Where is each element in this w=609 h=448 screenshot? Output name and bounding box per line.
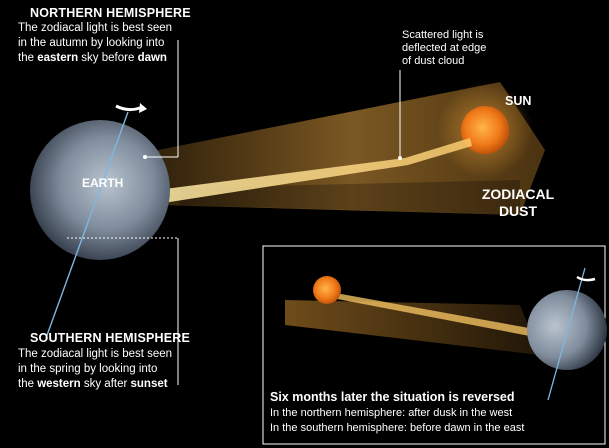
zodiacal-dust-label-line-2: DUST [498,203,538,219]
northern-time: dawn [137,52,167,64]
callout-leader-dot [398,156,402,160]
northern-line-2: in the autumn by looking into [18,37,165,49]
southern-direction: western [37,378,81,390]
callout-line-1: Scattered light is [402,29,484,41]
southern-line-1: The zodiacal light is best seen [18,348,173,360]
north-leader-dot [143,155,147,159]
northern-heading: NORTHERN HEMISPHERE [30,6,191,20]
inset-light-beam [330,292,540,338]
sun-label: SUN [505,94,532,108]
earth-label: EARTH [82,176,124,190]
inset-dust-cloud [285,300,540,355]
southern-line-3-mid: sky after [80,378,131,390]
sun [461,106,509,154]
callout-line-2: deflected at edge [402,42,487,54]
inset-earth-axis [547,267,586,401]
southern-line-2: in the spring by looking into [18,363,158,375]
northern-line-3: the eastern sky before dawn [18,51,167,66]
southern-time: sunset [130,378,168,390]
callout-line-3: of dust cloud [402,55,465,67]
rotation-arrowhead-icon [139,103,147,113]
zodiacal-dust-shadow [180,180,520,215]
inset-rotation-arrow-icon [576,275,596,282]
zodiacal-dust-label-line-1: ZODIACAL [481,186,555,202]
inset-sun [313,276,341,304]
inset-line-2: In the southern hemisphere: before dawn … [270,422,525,434]
southern-line-3-pre: the [18,378,38,390]
rotation-arrow-icon [115,104,141,112]
northern-line-3-mid: sky before [78,52,138,64]
light-beam [118,138,472,210]
northern-direction: eastern [37,52,79,64]
northern-line-1: The zodiacal light is best seen [18,22,173,34]
zodiacal-dust-label: ZODIACAL DUST [472,186,564,220]
southern-line-3: the western sky after sunset [18,377,168,392]
inset-line-1: In the northern hemisphere: after dusk i… [270,407,513,419]
earth-axis [45,111,129,339]
inset-heading: Six months later the situation is revers… [270,390,515,404]
northern-line-3-pre: the [18,52,38,64]
southern-heading: SOUTHERN HEMISPHERE [30,331,191,345]
